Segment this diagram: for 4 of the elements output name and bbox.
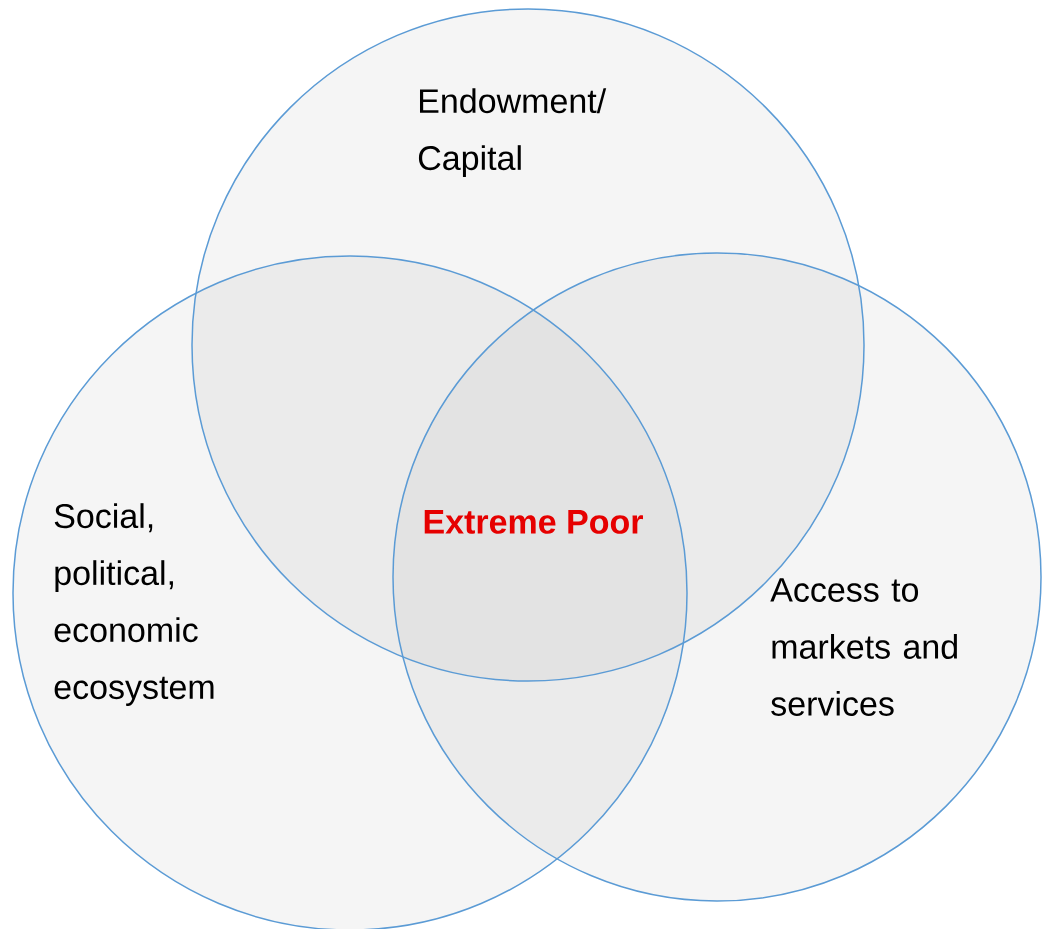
circle-label: Endowment/ Capital xyxy=(418,88,607,177)
center-label: Extreme Poor xyxy=(424,510,643,534)
circle-label: Social, political, economic ecosystem xyxy=(54,503,214,706)
circle-label: Access to markets and services xyxy=(770,578,957,716)
